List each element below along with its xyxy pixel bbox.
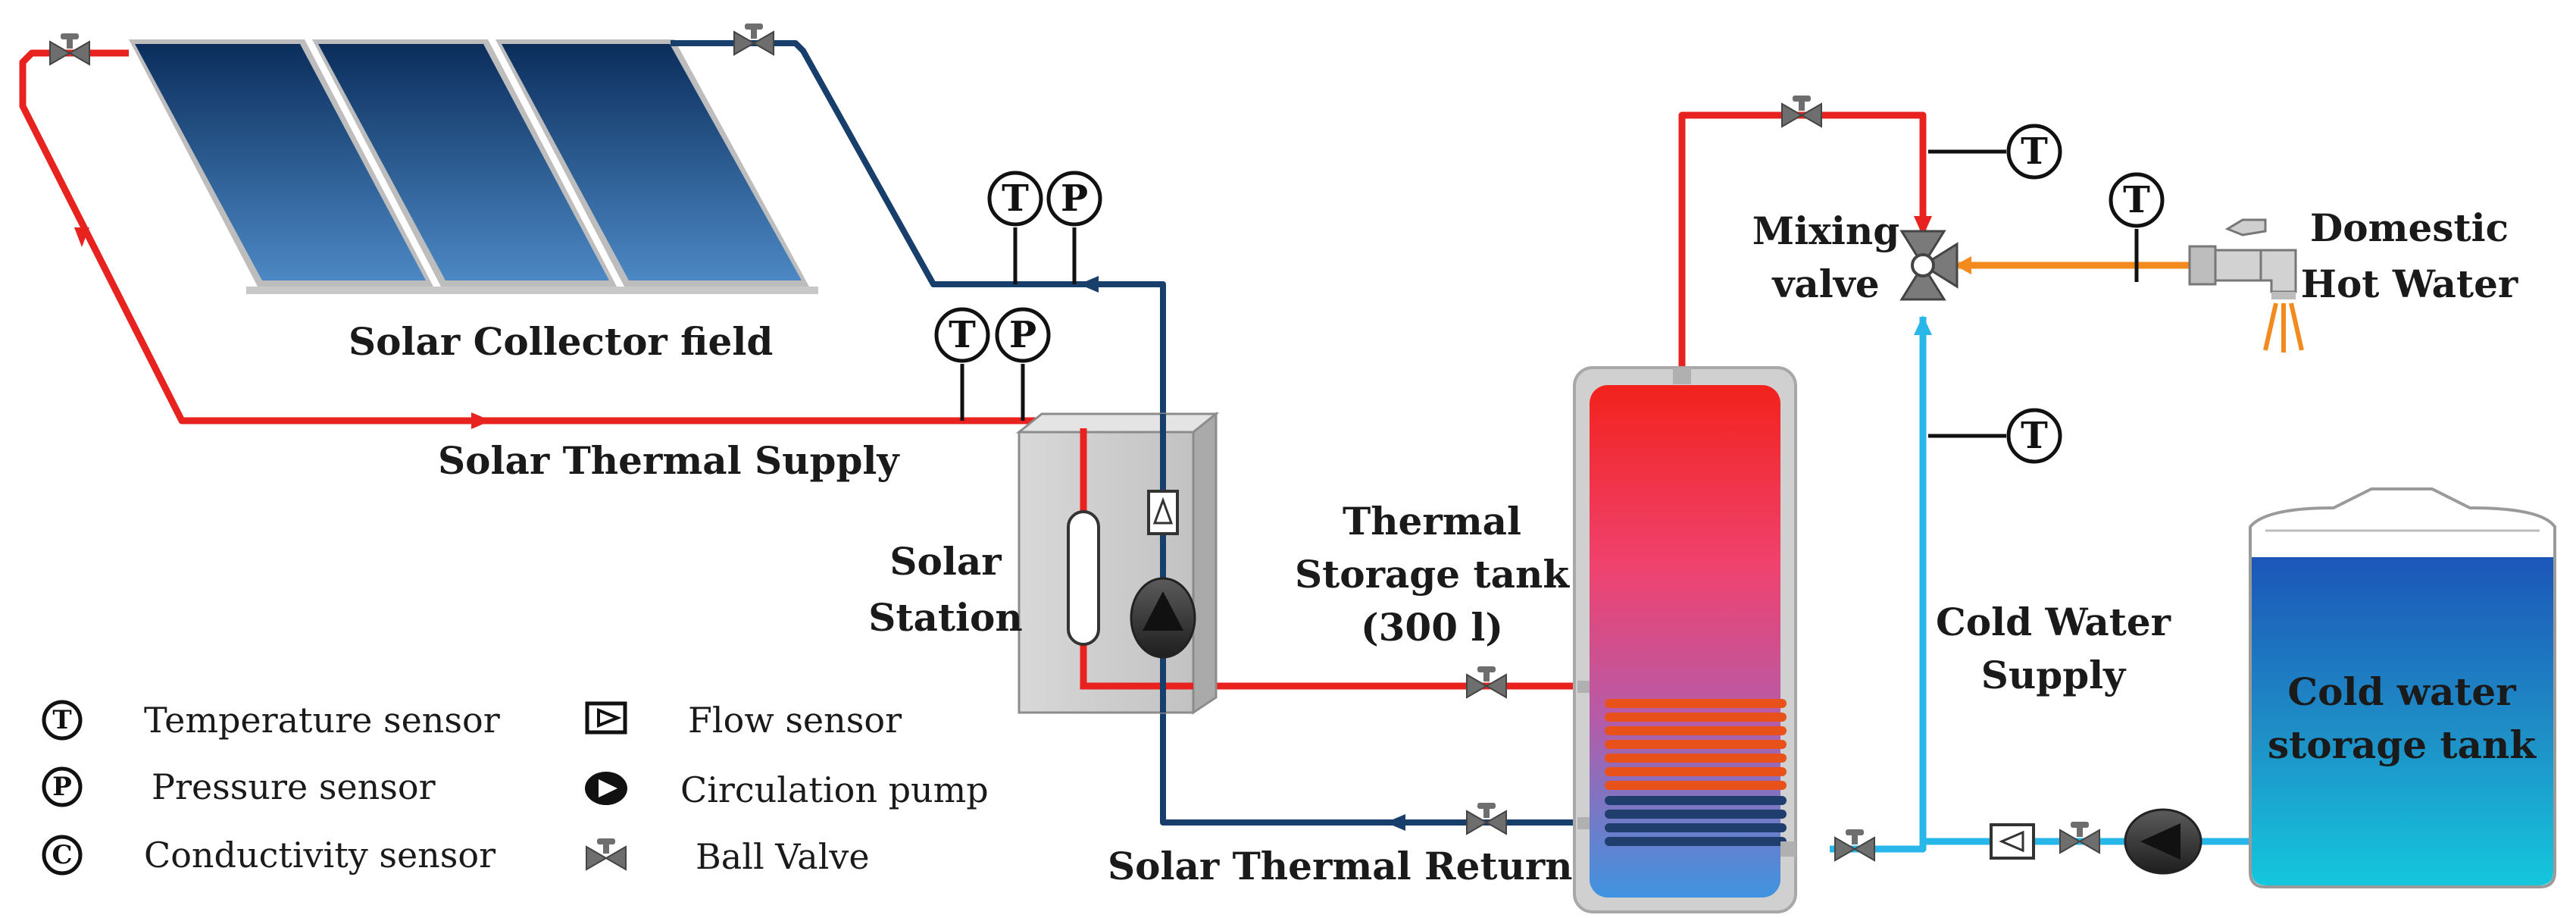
svg-text:P: P: [52, 772, 72, 802]
cold-tank-label: storage tank: [2268, 722, 2537, 767]
mixing-valve-icon[interactable]: [1899, 230, 1959, 301]
svg-text:C: C: [52, 840, 72, 870]
sight-glass: [1067, 510, 1100, 646]
cold-water-supply-label: Cold Water: [1936, 600, 2171, 644]
ball-valve-icon[interactable]: [733, 23, 774, 55]
thermal-supply-label: Solar Thermal Supply: [438, 438, 900, 483]
temperature-sensor-icon: T: [2111, 174, 2162, 226]
temperature-sensor-legend-icon: T: [42, 700, 83, 741]
temperature-sensor-icon: T: [2009, 410, 2060, 462]
ball-valve-legend-icon: [586, 838, 627, 870]
svg-text:T: T: [1002, 177, 1029, 220]
mixing-valve-label: valve: [1771, 262, 1879, 306]
storage-tank-label: Storage tank: [1295, 552, 1570, 597]
domestic-hot-water-label: Hot Water: [2301, 262, 2518, 306]
legend-conductivity-label: Conductivity sensor: [144, 835, 496, 876]
cold-water-supply-label: Supply: [1981, 653, 2127, 697]
conductivity-sensor-legend-icon: C: [42, 835, 83, 876]
domestic-hot-water-label: Domestic: [2310, 205, 2509, 250]
circulation-pump-icon: [2124, 808, 2202, 875]
temperature-sensor-icon: T: [936, 309, 988, 361]
cold-tank-label: Cold water: [2287, 669, 2516, 714]
storage-tank-label: Thermal: [1343, 499, 1521, 544]
solar-station-label: Station: [868, 595, 1022, 640]
legend-pressure-label: Pressure sensor: [152, 766, 436, 807]
circulation-pump-icon: [1130, 577, 1196, 659]
faucet-icon: [2188, 218, 2304, 352]
storage-capacity-label: (300 l): [1361, 605, 1503, 650]
solar-collector-field: [129, 39, 818, 294]
legend: T Temperature sensor P Pressure sensor C…: [42, 700, 989, 877]
svg-text:T: T: [949, 314, 976, 356]
thermal-return-label: Solar Thermal Return: [1108, 844, 1573, 888]
legend-temperature-label: Temperature sensor: [144, 700, 500, 741]
thermal-storage-tank: [1573, 366, 1797, 913]
pressure-sensor-legend-icon: P: [42, 766, 83, 807]
svg-text:T: T: [2123, 179, 2150, 221]
solar-station-label: Solar: [889, 539, 1002, 584]
pressure-sensor-icon: P: [1049, 173, 1100, 224]
ball-valve-icon[interactable]: [1834, 829, 1875, 861]
flow-sensor-icon: [1990, 823, 2035, 860]
svg-text:T: T: [2021, 130, 2048, 173]
solar-station: [1015, 411, 1220, 715]
svg-text:P: P: [1009, 314, 1036, 356]
circulation-pump-legend-icon: [585, 772, 627, 805]
pressure-sensor-icon: P: [997, 309, 1049, 361]
svg-text:T: T: [2021, 415, 2048, 457]
ball-valve-icon[interactable]: [2059, 821, 2100, 854]
flow-sensor-icon: [1147, 490, 1179, 535]
ball-valve-icon[interactable]: [1466, 802, 1507, 835]
svg-text:T: T: [52, 705, 71, 735]
cold-water-supply-pipe: [1830, 317, 1927, 853]
temperature-sensor-icon: T: [989, 173, 1041, 224]
ball-valve-icon[interactable]: [1466, 666, 1507, 698]
legend-flow-label: Flow sensor: [688, 700, 902, 741]
legend-valve-label: Ball Valve: [696, 836, 870, 877]
ball-valve-icon[interactable]: [1781, 95, 1822, 127]
collector-field-label: Solar Collector field: [349, 319, 773, 364]
temperature-sensor-icon: T: [2009, 126, 2060, 177]
cold-water-storage-tank: [2249, 487, 2556, 888]
mixing-valve-label: Mixing: [1752, 208, 1899, 253]
ball-valve-icon[interactable]: [49, 33, 90, 65]
flow-sensor-legend-icon: [585, 701, 627, 735]
legend-pump-label: Circulation pump: [680, 769, 989, 810]
svg-text:P: P: [1061, 177, 1088, 220]
solar-thermal-return-pipe: [671, 40, 1583, 826]
